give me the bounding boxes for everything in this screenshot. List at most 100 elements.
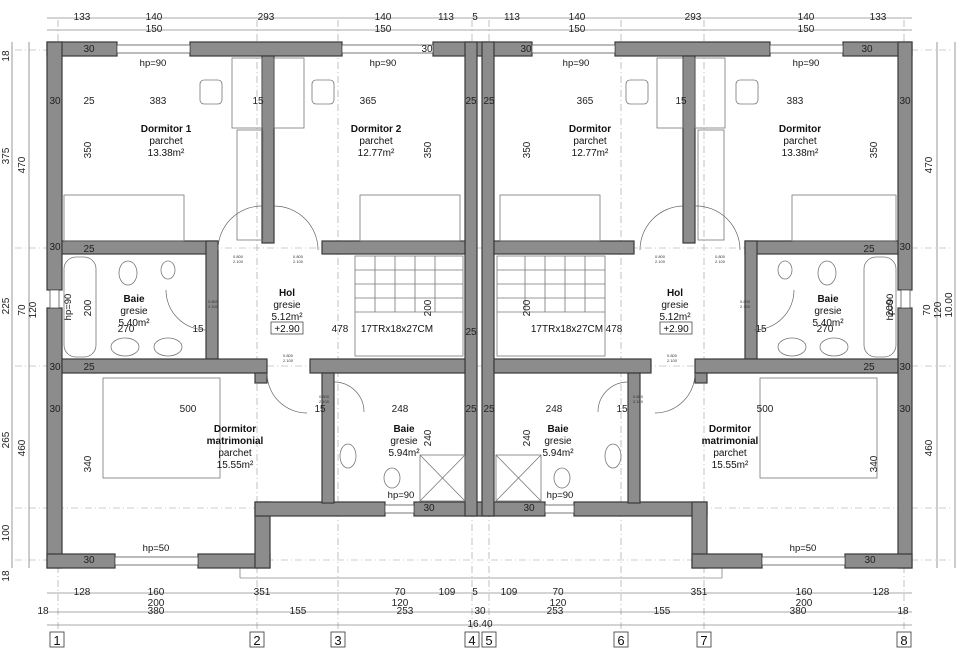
svg-text:293: 293 — [685, 12, 702, 23]
interior-dimensions: 30 30 30 30 30 30 30 30 383 365 365 383 … — [49, 44, 911, 566]
svg-text:0.800: 0.800 — [233, 254, 244, 259]
svg-text:113: 113 — [504, 12, 520, 23]
bottom-dimensions: 128 160 351 70 109 5 109 70 351 160 128 … — [37, 587, 909, 630]
svg-text:15: 15 — [192, 324, 204, 335]
window-label: hp=90 — [563, 58, 590, 69]
svg-text:350: 350 — [869, 141, 880, 158]
svg-text:2.100: 2.100 — [319, 399, 330, 404]
svg-text:225: 225 — [1, 297, 12, 314]
svg-text:30: 30 — [49, 96, 61, 107]
svg-text:30: 30 — [899, 362, 911, 373]
svg-text:18: 18 — [1, 570, 12, 582]
room-area: 12.77m² — [358, 148, 395, 159]
svg-text:140: 140 — [375, 12, 392, 23]
room-finish: parchet — [573, 136, 607, 147]
svg-text:25: 25 — [465, 404, 477, 415]
room-name: Dormitor — [569, 124, 611, 135]
svg-text:133: 133 — [74, 12, 91, 23]
window-label: hp=90 — [885, 294, 896, 321]
svg-text:270: 270 — [817, 324, 834, 335]
svg-text:0.800: 0.800 — [667, 353, 678, 358]
room-finish: parchet — [149, 136, 183, 147]
room-area: 13.38m² — [148, 148, 185, 159]
svg-text:30: 30 — [83, 44, 95, 55]
room-finish: parchet — [218, 448, 252, 459]
svg-text:70: 70 — [552, 587, 564, 598]
room-name: Dormitor — [709, 424, 751, 435]
room-name: Dormitor 2 — [351, 124, 402, 135]
svg-text:25: 25 — [83, 244, 95, 255]
svg-text:253: 253 — [397, 606, 414, 617]
room-area: 12.77m² — [572, 148, 609, 159]
fixtures — [63, 57, 897, 502]
room-area: 13.38m² — [782, 148, 819, 159]
room-finish: parchet — [713, 448, 747, 459]
svg-text:380: 380 — [790, 606, 807, 617]
svg-text:150: 150 — [146, 24, 163, 35]
svg-text:270: 270 — [118, 324, 135, 335]
svg-text:10.00: 10.00 — [944, 292, 955, 317]
svg-text:120: 120 — [550, 598, 567, 609]
room-area: 5.40m² — [812, 318, 844, 329]
svg-text:0.800: 0.800 — [715, 254, 726, 259]
room-name: Hol — [279, 288, 295, 299]
svg-text:340: 340 — [869, 455, 880, 472]
axis-label: 4 — [468, 633, 475, 648]
room-name: Baie — [123, 294, 145, 305]
svg-text:15: 15 — [314, 404, 326, 415]
room-name: Dormitor — [214, 424, 256, 435]
svg-text:30: 30 — [49, 404, 61, 415]
svg-text:128: 128 — [873, 587, 890, 598]
axis-label: 2 — [253, 633, 260, 648]
axis-label: 8 — [900, 633, 907, 648]
svg-text:18: 18 — [1, 50, 12, 62]
svg-text:30: 30 — [523, 503, 535, 514]
room-name: Hol — [667, 288, 683, 299]
room-finish: parchet — [359, 136, 393, 147]
level-mark: +2.90 — [274, 324, 300, 335]
svg-text:0.800: 0.800 — [293, 254, 304, 259]
doors — [165, 205, 795, 414]
svg-text:293: 293 — [258, 12, 275, 23]
svg-text:30: 30 — [520, 44, 532, 55]
svg-text:150: 150 — [375, 24, 392, 35]
svg-text:2.100: 2.100 — [293, 259, 304, 264]
svg-text:25: 25 — [83, 362, 95, 373]
svg-text:2.100: 2.100 — [655, 259, 666, 264]
room-labels: Dormitor 1 parchet 13.38m² Dormitor 2 pa… — [118, 124, 844, 471]
svg-text:70: 70 — [394, 587, 406, 598]
room-finish: gresie — [390, 436, 418, 447]
svg-text:25: 25 — [465, 327, 477, 338]
top-dimensions: 133 140 293 140 113 5 113 140 293 140 13… — [74, 12, 887, 35]
room-name: Baie — [393, 424, 415, 435]
room-finish: parchet — [783, 136, 817, 147]
window-label: hp=50 — [143, 543, 170, 554]
axis-label: 6 — [617, 633, 624, 648]
svg-text:383: 383 — [150, 96, 167, 107]
svg-text:155: 155 — [654, 606, 671, 617]
svg-text:100: 100 — [1, 524, 12, 541]
svg-text:30: 30 — [83, 555, 95, 566]
svg-text:500: 500 — [757, 404, 774, 415]
svg-text:350: 350 — [522, 141, 533, 158]
svg-text:383: 383 — [787, 96, 804, 107]
room-name-2: matrimonial — [702, 436, 759, 447]
stairs-left — [354, 255, 464, 357]
window-label: hp=90 — [388, 490, 415, 501]
svg-text:350: 350 — [423, 141, 434, 158]
window-label: hp=90 — [793, 58, 820, 69]
room-finish: gresie — [544, 436, 572, 447]
svg-text:15: 15 — [755, 324, 767, 335]
svg-text:5: 5 — [472, 12, 478, 23]
svg-text:248: 248 — [392, 404, 409, 415]
room-finish: gresie — [814, 306, 842, 317]
svg-text:380: 380 — [148, 606, 165, 617]
svg-text:253: 253 — [547, 606, 564, 617]
svg-text:120: 120 — [28, 301, 39, 318]
svg-text:0.800: 0.800 — [283, 353, 294, 358]
svg-text:30: 30 — [423, 503, 435, 514]
svg-text:478: 478 — [332, 324, 349, 335]
window-label: hp=90 — [140, 58, 167, 69]
svg-text:140: 140 — [798, 12, 815, 23]
svg-text:2.100: 2.100 — [633, 399, 644, 404]
